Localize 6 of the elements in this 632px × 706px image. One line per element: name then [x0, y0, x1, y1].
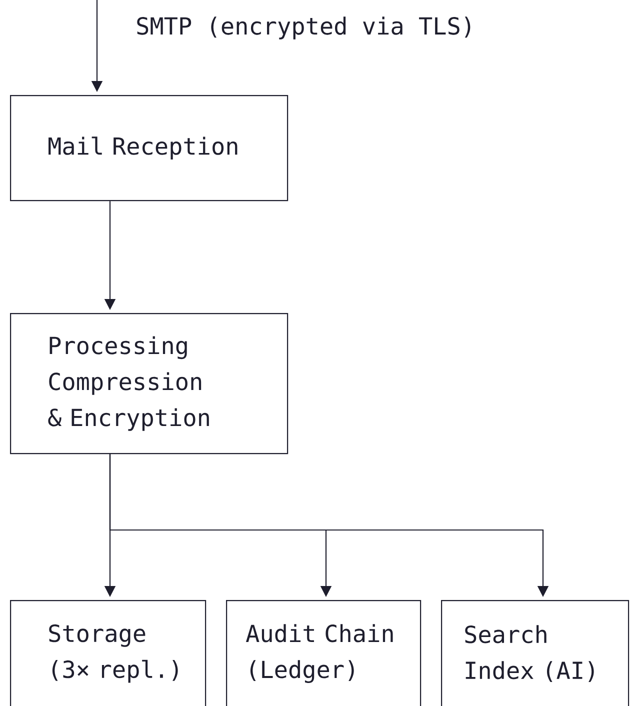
- edge-label: SMTP (encrypted via TLS): [134, 14, 478, 42]
- process-box: Processing Compression & Encryption: [10, 313, 288, 454]
- process-box: Mail Reception: [10, 95, 288, 202]
- process-box: Storage (3× repl.): [10, 600, 206, 706]
- process-box: Search Index (AI): [441, 600, 630, 706]
- process-box: Audit Chain (Ledger): [226, 600, 422, 706]
